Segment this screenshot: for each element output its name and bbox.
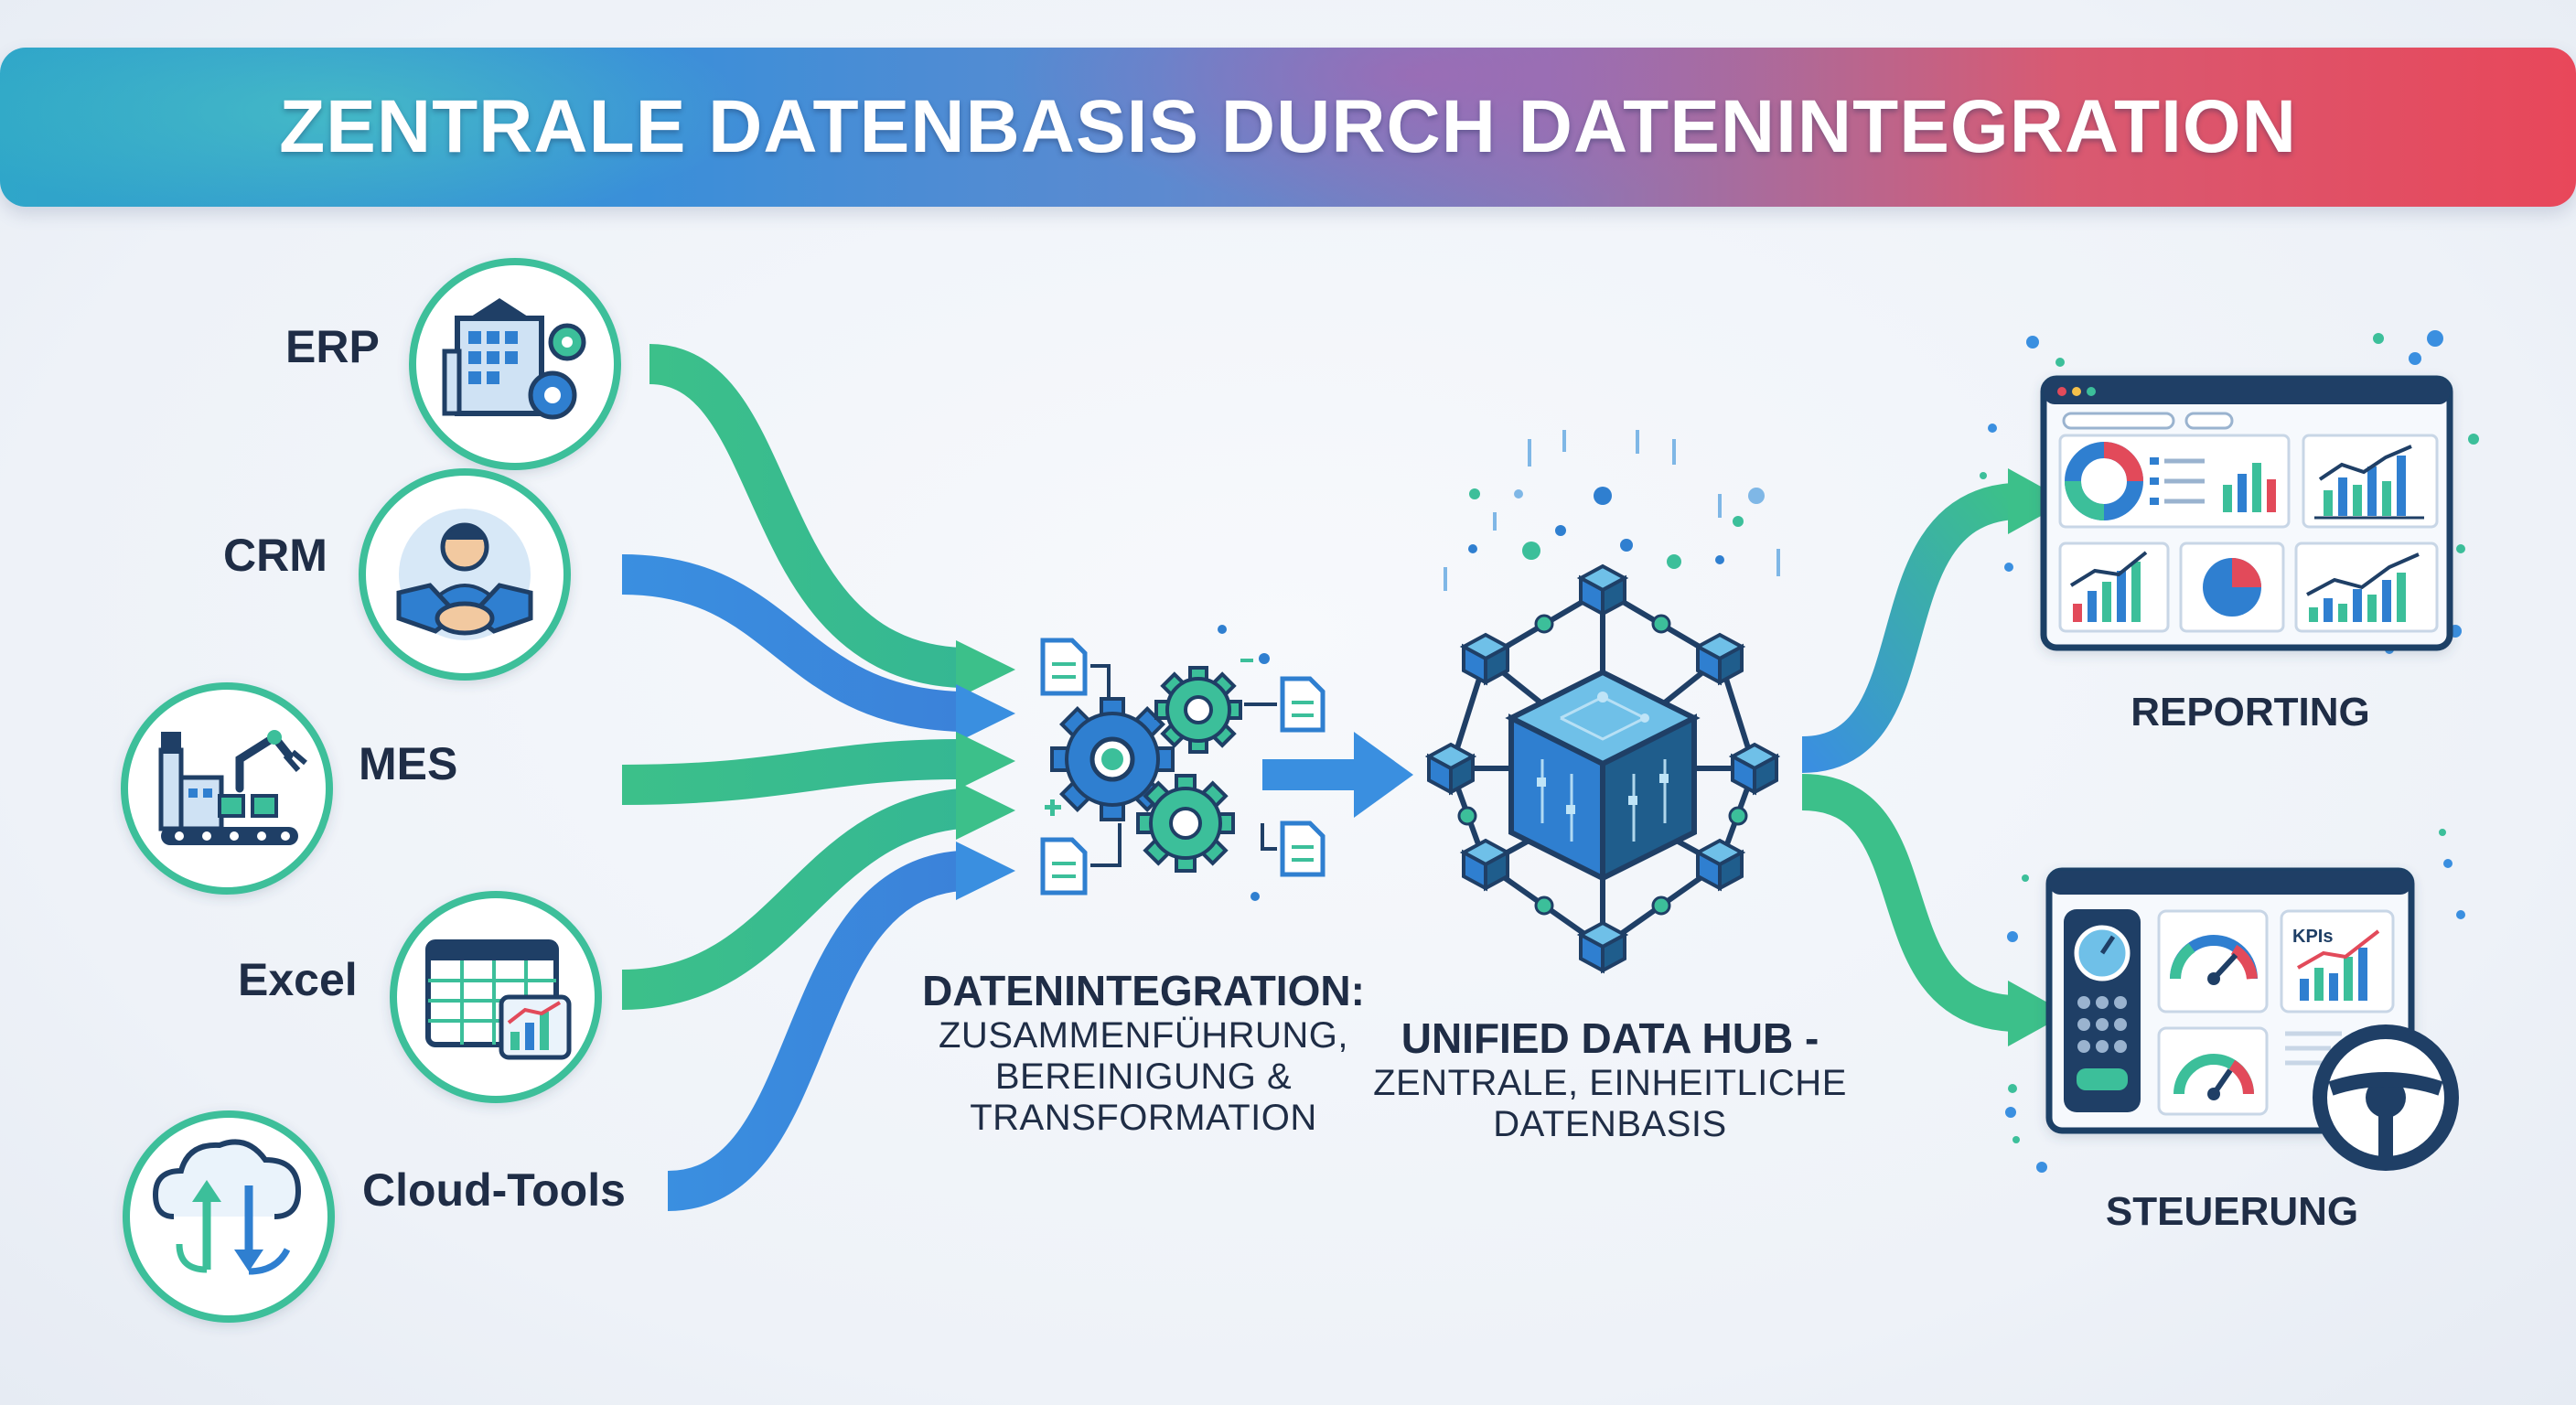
steering-wheel bbox=[2313, 1024, 2459, 1171]
output-label-steuerung: STEUERUNG bbox=[2105, 1189, 2359, 1234]
dashboard-charts-icon bbox=[1980, 330, 2479, 654]
source-excel bbox=[390, 891, 602, 1103]
source-label-cloud-tools: Cloud-Tools bbox=[362, 1164, 626, 1216]
spreadsheet-chart-icon bbox=[425, 939, 572, 1060]
handshake-person-icon bbox=[396, 509, 533, 640]
large-gear bbox=[1050, 697, 1175, 821]
source-mes bbox=[121, 682, 333, 895]
integration-line-3: TRANSFORMATION bbox=[970, 1098, 1317, 1138]
integration-line-1: ZUSAMMENFÜHRUNG, bbox=[939, 1015, 1348, 1056]
integration-to-hub-arrow bbox=[1262, 732, 1413, 818]
source-cloud-tools bbox=[123, 1110, 335, 1323]
source-flow-arrows bbox=[621, 344, 963, 1211]
output-label-reporting: REPORTING bbox=[2131, 690, 2370, 735]
hub-line-1: ZENTRALE, EINHEITLICHE bbox=[1373, 1063, 1847, 1103]
source-label-erp: ERP bbox=[285, 321, 380, 372]
source-label-excel: Excel bbox=[238, 954, 358, 1005]
title-banner: ZENTRALE DATENBASIS DURCH DATENINTEGRATI… bbox=[0, 48, 2576, 207]
flow-arrow-cloud bbox=[666, 851, 963, 1211]
hub-caption: UNIFIED DATA HUB - ZENTRALE, EINHEITLICH… bbox=[1354, 1014, 1866, 1145]
building-gears-icon bbox=[442, 298, 586, 420]
hub-sparkles bbox=[1444, 430, 1780, 591]
output-flow-arrows bbox=[1800, 468, 2067, 1046]
source-arrowheads bbox=[956, 640, 1015, 900]
hub-line-2: DATENBASIS bbox=[1493, 1104, 1727, 1144]
integration-line-2: BEREINIGUNG & bbox=[994, 1056, 1293, 1097]
flow-arrow-crm bbox=[621, 554, 961, 732]
hub-title: UNIFIED DATA HUB - bbox=[1401, 1014, 1819, 1062]
data-cube-network-icon bbox=[1424, 430, 1781, 974]
source-label-crm: CRM bbox=[223, 530, 327, 581]
source-crm bbox=[359, 468, 571, 681]
kpi-badge: KPIs bbox=[2292, 927, 2333, 947]
central-data-cube bbox=[1505, 669, 1701, 883]
node-cubes bbox=[1424, 563, 1781, 974]
flow-arrow-excel bbox=[621, 788, 963, 1010]
page-title: ZENTRALE DATENBASIS DURCH DATENINTEGRATI… bbox=[279, 85, 2297, 168]
cloud-sync-icon bbox=[152, 1139, 302, 1275]
integration-caption: DATENINTEGRATION: ZUSAMMENFÜHRUNG, BEREI… bbox=[887, 966, 1400, 1139]
control-panel-steering-icon: KPIs bbox=[2005, 829, 2465, 1173]
source-label-mes: MES bbox=[359, 738, 458, 789]
flow-arrow-mes bbox=[621, 739, 961, 805]
factory-robot-icon bbox=[158, 730, 307, 845]
source-erp bbox=[409, 258, 621, 470]
integration-title: DATENINTEGRATION: bbox=[922, 967, 1365, 1014]
gears-documents-icon bbox=[1040, 625, 1326, 901]
flow-arrow-erp bbox=[648, 344, 962, 688]
